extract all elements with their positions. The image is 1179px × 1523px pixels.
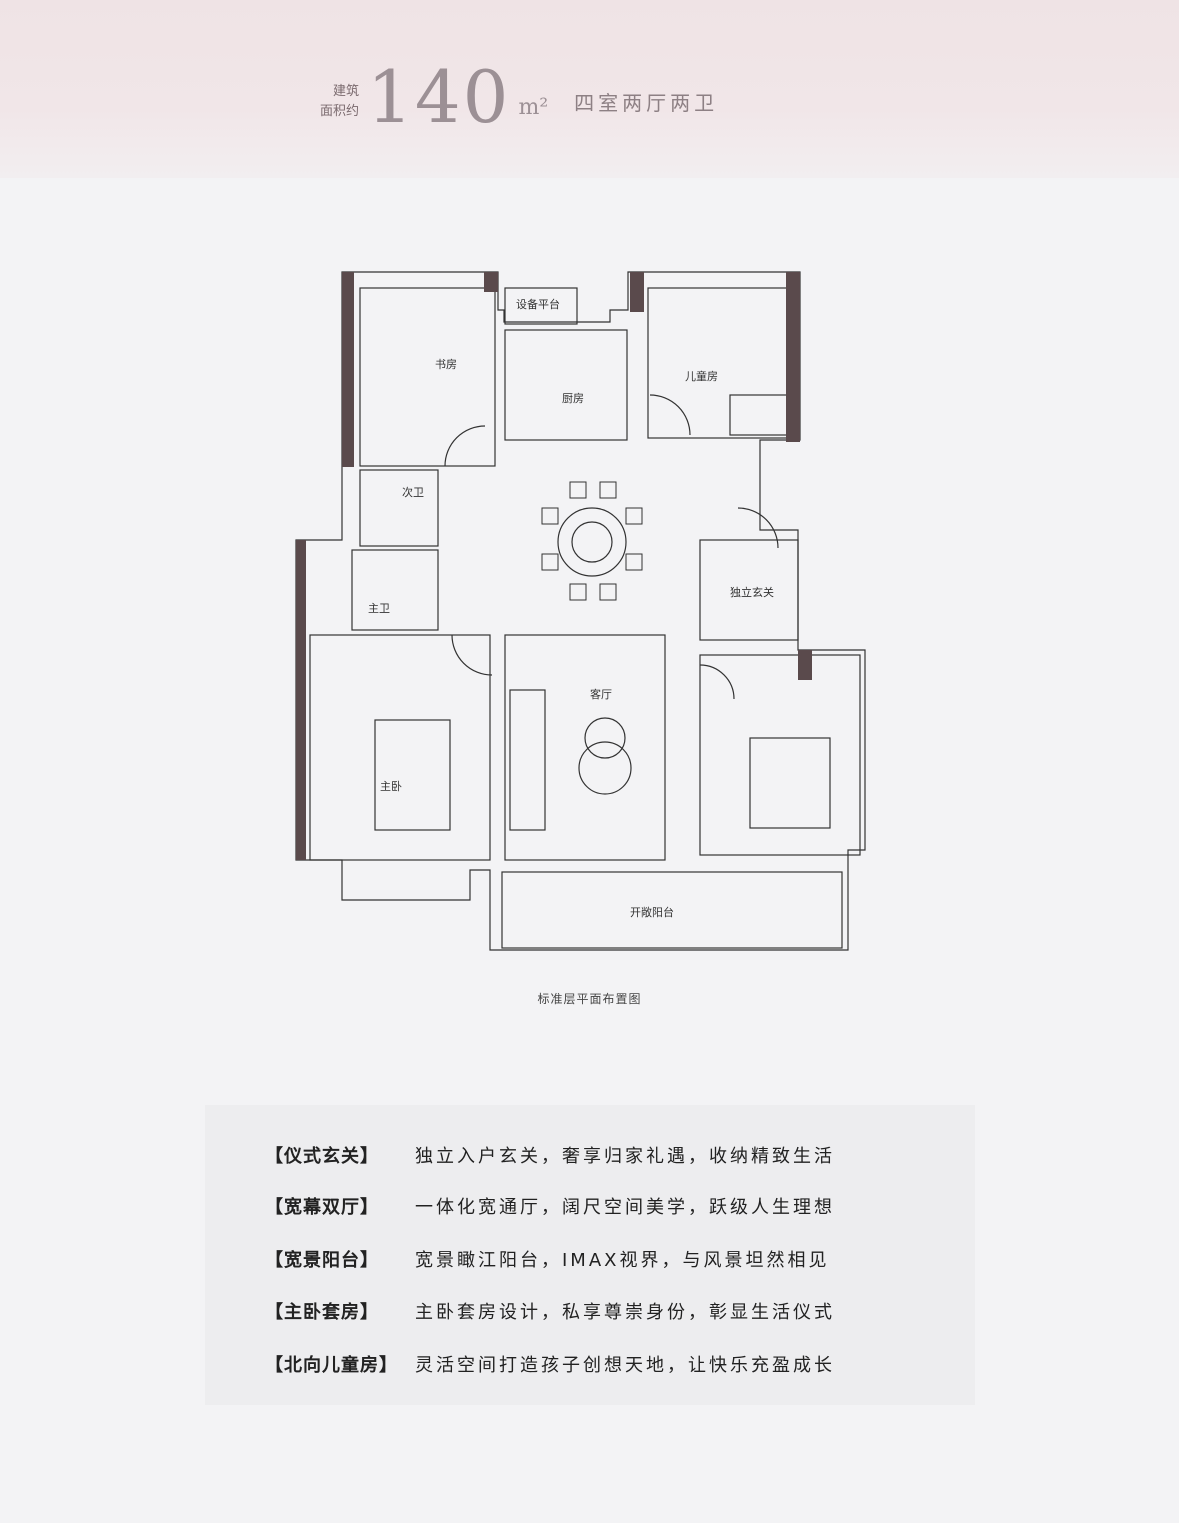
- room-label-balcony: 开敞阳台: [630, 906, 674, 919]
- dining-table-inner: [571, 521, 613, 563]
- feature-title: 【宽景阳台】: [265, 1250, 379, 1271]
- wall-block-3: [296, 540, 306, 860]
- door-arc-second: [699, 664, 735, 700]
- foyer-outline: [699, 539, 799, 641]
- feature-row: 【北向儿童房】 灵活空间打造孩子创想天地，让快乐充盈成长: [265, 1349, 835, 1379]
- coffee-table-1: [584, 717, 626, 759]
- area-value: 140: [367, 55, 511, 139]
- feature-row: 【仪式玄关】 独立入户玄关，奢享归家礼遇，收纳精致生活: [265, 1140, 835, 1170]
- door-arc-foyer: [737, 507, 779, 549]
- feature-desc: 独立入户玄关，奢享归家礼遇，收纳精致生活: [415, 1146, 835, 1167]
- door-arc-kids: [649, 394, 691, 436]
- floor-plan: 书房 设备平台 厨房 儿童房 次卫 主卫 独立玄关 客厅 主卧 开敞阳台: [280, 260, 880, 970]
- door-arc-master: [451, 634, 493, 676]
- dining-table: [557, 507, 627, 577]
- master-bedroom-outline: [309, 634, 491, 861]
- sofa: [509, 689, 546, 831]
- coffee-table-2: [578, 741, 632, 795]
- wall-block-1: [342, 272, 354, 467]
- dining-chair-1: [569, 481, 587, 499]
- wall-block-5: [630, 272, 644, 312]
- door-arc-study: [444, 425, 486, 467]
- balcony-outline: [501, 871, 843, 949]
- area-label-2: 面积约: [320, 104, 360, 119]
- feature-list: 【仪式玄关】 独立入户玄关，奢享归家礼遇，收纳精致生活 【宽幕双厅】 一体化宽通…: [205, 1105, 975, 1405]
- master-bath-outline: [351, 549, 439, 631]
- feature-desc: 主卧套房设计，私享尊崇身份，彰显生活仪式: [415, 1302, 835, 1323]
- feature-title: 【仪式玄关】: [265, 1146, 379, 1167]
- master-bed: [374, 719, 451, 831]
- floor-plan-drawing: [295, 271, 866, 951]
- feature-title: 【宽幕双厅】: [265, 1197, 379, 1218]
- dining-chair-3: [625, 507, 643, 525]
- area-label-1: 建筑: [333, 84, 360, 99]
- feature-title: 【主卧套房】: [265, 1302, 379, 1323]
- room-type: 四室两厅两卫: [574, 91, 719, 115]
- wall-block-2: [786, 272, 800, 442]
- dining-chair-7: [541, 553, 559, 571]
- header-band: [0, 0, 1179, 178]
- feature-row: 【主卧套房】 主卧套房设计，私享尊崇身份，彰显生活仪式: [265, 1296, 835, 1326]
- equipment-platform-outline: [504, 287, 578, 325]
- area-labels: 建筑 面积约: [320, 82, 359, 122]
- dining-chair-8: [541, 507, 559, 525]
- unit-header: 建筑 面积约 140 m² 四室两厅两卫: [320, 52, 719, 139]
- room-label-equipment-platform: 设备平台: [516, 298, 560, 311]
- room-label-master-bath: 主卫: [368, 602, 390, 615]
- dining-chair-6: [569, 583, 587, 601]
- feature-desc: 宽景瞰江阳台，IMAX视界，与风景坦然相见: [415, 1250, 830, 1271]
- second-bedroom-outline: [699, 654, 861, 856]
- kitchen-outline: [504, 329, 628, 441]
- feature-desc: 灵活空间打造孩子创想天地，让快乐充盈成长: [415, 1355, 835, 1376]
- room-label-master-bedroom: 主卧: [380, 780, 402, 793]
- living-room-outline: [504, 634, 666, 861]
- dining-chair-2: [599, 481, 617, 499]
- feature-desc: 一体化宽通厅，阔尺空间美学，跃级人生理想: [415, 1197, 835, 1218]
- area-unit: m²: [518, 95, 549, 120]
- room-label-foyer: 独立玄关: [730, 586, 774, 599]
- room-label-study: 书房: [435, 358, 457, 371]
- feature-row: 【宽景阳台】 宽景瞰江阳台，IMAX视界，与风景坦然相见: [265, 1244, 829, 1274]
- wall-block-4: [798, 650, 812, 680]
- wall-block-6: [484, 272, 498, 292]
- dining-chair-5: [599, 583, 617, 601]
- second-bed: [749, 737, 831, 829]
- feature-title: 【北向儿童房】: [265, 1355, 398, 1376]
- room-label-kitchen: 厨房: [562, 392, 584, 405]
- dining-chair-4: [625, 553, 643, 571]
- plan-caption: 标准层平面布置图: [537, 992, 642, 1006]
- feature-row: 【宽幕双厅】 一体化宽通厅，阔尺空间美学，跃级人生理想: [265, 1191, 835, 1221]
- study-room-outline: [359, 287, 496, 467]
- second-bath-outline: [359, 469, 439, 547]
- room-label-second-bath: 次卫: [402, 486, 424, 499]
- kids-room-outline: [647, 287, 799, 439]
- room-label-living-room: 客厅: [590, 688, 612, 701]
- room-label-kids-room: 儿童房: [685, 370, 718, 383]
